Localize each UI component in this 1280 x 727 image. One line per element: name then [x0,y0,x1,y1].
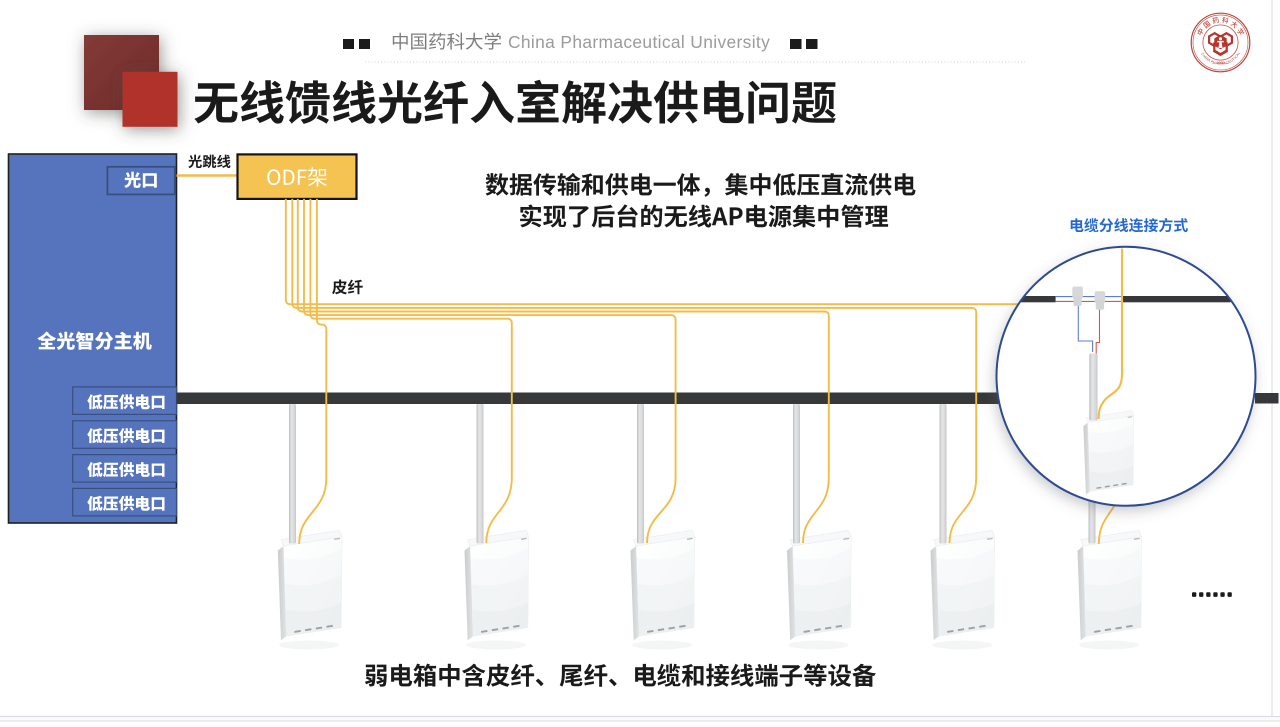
svg-text:China Pharmaceutical Universit: China Pharmaceutical University [508,32,770,52]
svg-text:— 1936 —: — 1936 — [1212,61,1230,65]
